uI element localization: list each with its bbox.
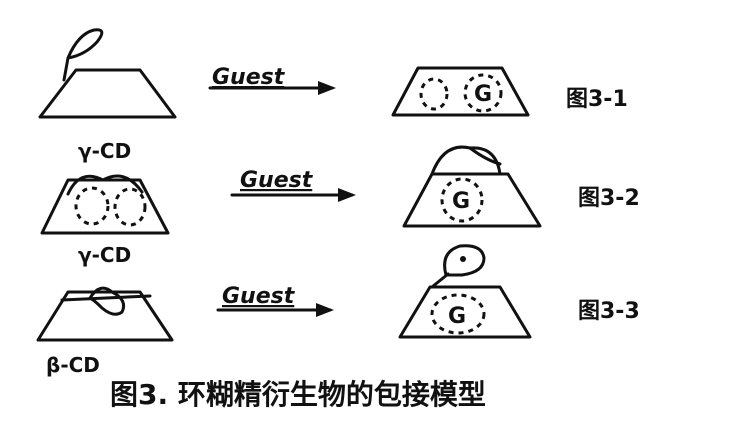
row-1: γ-CD Guest G 图3-1 — [38, 28, 628, 163]
figure-caption: 图3. 环糊精衍生物的包接模型 — [110, 378, 486, 411]
figure-label-3-2: 图3-2 — [578, 186, 640, 211]
guest-symbol-2: G — [452, 189, 470, 214]
guest-symbol-1: G — [474, 82, 492, 107]
arrow-label-2: Guest — [240, 168, 314, 193]
arrow-label-3: Guest — [222, 284, 296, 309]
guest-symbol-3: G — [448, 304, 466, 329]
arrow-label-1: Guest — [212, 65, 286, 90]
reaction-arrow-1: Guest — [208, 65, 336, 95]
host-cyclodextrin-1 — [38, 28, 177, 119]
row-2: γ-CD Guest G 图3-2 — [40, 145, 640, 267]
host-cyclodextrin-2 — [40, 174, 170, 235]
host-cyclodextrin-3 — [36, 286, 174, 342]
reaction-arrow-2: Guest — [230, 168, 356, 202]
inclusion-complex-1: G — [391, 66, 530, 117]
figure-label-3-1: 图3-1 — [566, 87, 628, 112]
row-3: β-CD Guest G 图3-3 — [36, 244, 640, 377]
host-label-1: γ-CD — [78, 139, 131, 163]
inclusion-complex-3: G — [398, 244, 532, 339]
host-label-3: β-CD — [46, 353, 100, 377]
host-label-2: γ-CD — [78, 243, 131, 267]
inclusion-complex-2: G — [402, 145, 542, 228]
reaction-arrow-3: Guest — [216, 284, 334, 317]
figure-label-3-3: 图3-3 — [578, 299, 640, 324]
